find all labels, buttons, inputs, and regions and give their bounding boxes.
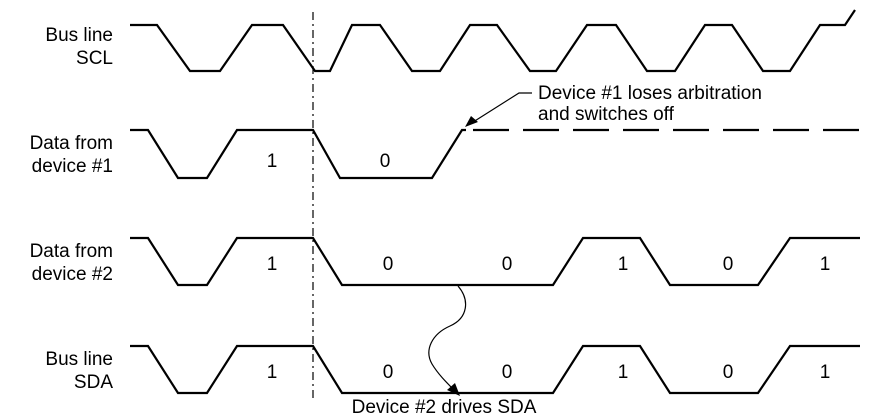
device1-bit: 1 xyxy=(267,151,278,172)
device2-bit: 0 xyxy=(502,254,513,275)
sda-bit: 1 xyxy=(820,362,831,383)
device2-bit: 1 xyxy=(820,254,831,275)
scl-waveform xyxy=(130,9,856,73)
scl-label-line2: SCL xyxy=(76,48,113,69)
lose-arbitration-line1: Device #1 loses arbitration xyxy=(538,83,762,104)
sda-bit: 0 xyxy=(383,362,394,383)
device1-label-line1: Data from xyxy=(30,133,113,154)
sda-waveform xyxy=(130,344,860,395)
drives-sda-caption: Device #2 drives SDA xyxy=(352,397,537,418)
device2-bit: 1 xyxy=(618,254,629,275)
device2-label-line1: Data from xyxy=(30,241,113,262)
lose-arbitration-leader xyxy=(469,92,532,125)
device2-bit: 0 xyxy=(723,254,734,275)
sda-label-line1: Bus line xyxy=(45,349,113,370)
scl-label-line1: Bus line xyxy=(45,25,113,46)
drives-sda-arrowhead xyxy=(447,383,460,396)
drives-sda-curve xyxy=(428,285,467,393)
device2-waveform xyxy=(130,236,860,287)
sda-bit: 0 xyxy=(723,362,734,383)
device2-bit: 0 xyxy=(383,254,394,275)
sda-label-line2: SDA xyxy=(74,372,113,393)
sda-bit: 1 xyxy=(618,362,629,383)
device1-label-line2: device #1 xyxy=(32,156,113,177)
lose-arbitration-line2: and switches off xyxy=(538,104,675,125)
device1-bit: 0 xyxy=(380,151,391,172)
device2-label-line2: device #2 xyxy=(32,264,113,285)
device1-waveform xyxy=(130,128,466,180)
sda-bit: 1 xyxy=(267,362,278,383)
device2-bit: 1 xyxy=(267,254,278,275)
sda-bit: 0 xyxy=(502,362,513,383)
lose-arbitration-arrowhead xyxy=(465,116,478,127)
